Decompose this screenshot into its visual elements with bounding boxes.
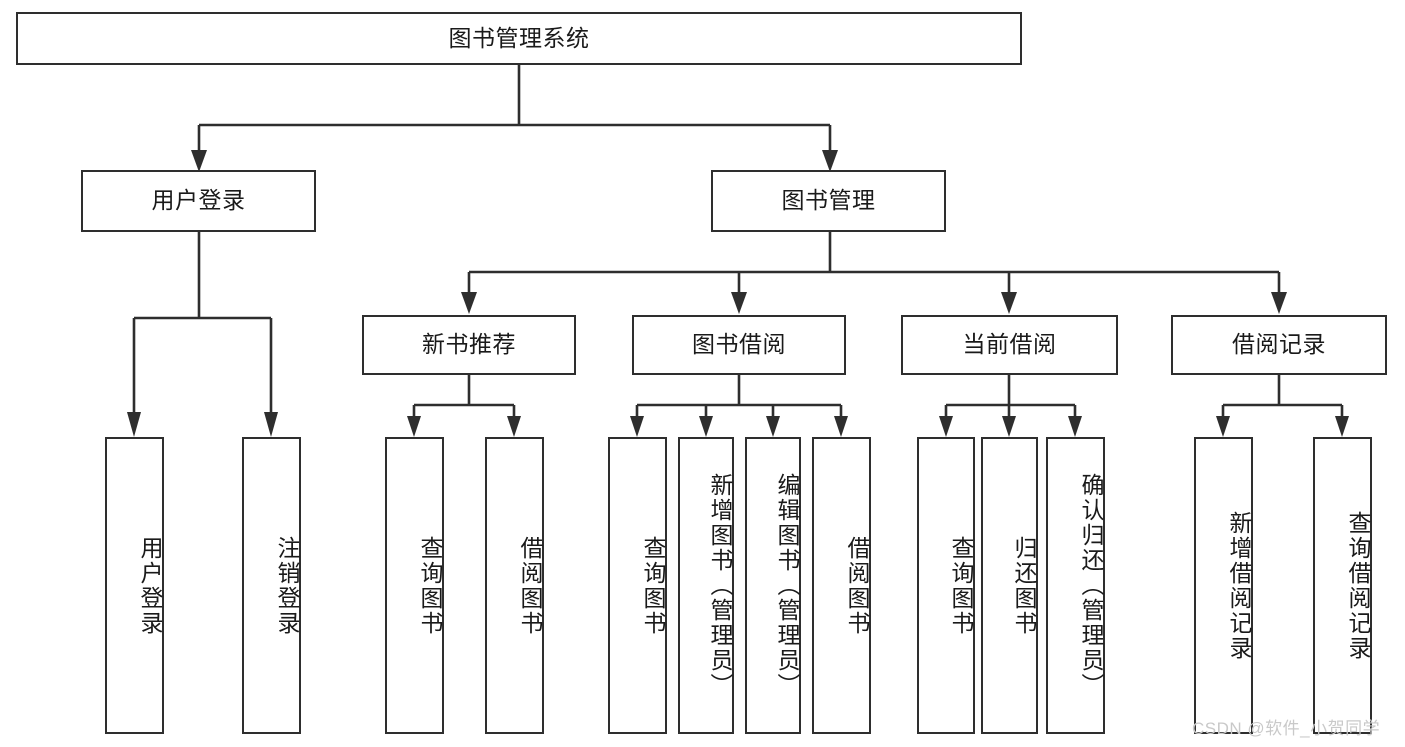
leaf-user-logout[interactable]: 注销登录 [242,437,301,734]
node-book-manage-label: 图书管理 [781,187,876,214]
leaf-add-book[interactable]: 新增图书（管理员） [678,437,734,734]
leaf-borrow-book-1-label: 借阅图书 [517,535,543,636]
leaf-add-record[interactable]: 新增借阅记录 [1194,437,1253,734]
leaf-user-login[interactable]: 用户登录 [105,437,164,734]
node-user-login-label: 用户登录 [151,187,246,214]
leaf-query-book-1[interactable]: 查询图书 [385,437,444,734]
leaf-borrow-book-2[interactable]: 借阅图书 [812,437,871,734]
node-new-book-rec[interactable]: 新书推荐 [362,315,576,375]
leaf-user-login-label: 用户登录 [137,535,163,636]
leaf-add-book-label: 新增图书（管理员） [707,473,733,698]
node-new-book-rec-label: 新书推荐 [422,331,516,358]
node-user-login[interactable]: 用户登录 [81,170,316,232]
leaf-return-book[interactable]: 归还图书 [981,437,1038,734]
node-root[interactable]: 图书管理系统 [16,12,1022,65]
leaf-edit-book[interactable]: 编辑图书（管理员） [745,437,801,734]
node-current-borrow[interactable]: 当前借阅 [901,315,1118,375]
leaf-borrow-book-1[interactable]: 借阅图书 [485,437,544,734]
node-book-borrow[interactable]: 图书借阅 [632,315,846,375]
leaf-query-book-2-label: 查询图书 [640,535,666,636]
leaf-query-book-3[interactable]: 查询图书 [917,437,975,734]
node-borrow-record-label: 借阅记录 [1232,331,1326,358]
leaf-confirm-return-label: 确认归还（管理员） [1078,473,1104,698]
csdn-watermark: CSDN @软件_小贺同学 [1192,719,1381,738]
leaf-query-book-2[interactable]: 查询图书 [608,437,667,734]
node-current-borrow-label: 当前借阅 [962,331,1057,358]
leaf-query-record-label: 查询借阅记录 [1345,510,1371,661]
node-book-borrow-label: 图书借阅 [692,331,786,358]
leaf-query-record[interactable]: 查询借阅记录 [1313,437,1372,734]
leaf-borrow-book-2-label: 借阅图书 [844,535,870,636]
leaf-return-book-label: 归还图书 [1011,535,1037,636]
leaf-query-book-3-label: 查询图书 [948,535,974,636]
leaf-user-logout-label: 注销登录 [274,535,300,636]
leaf-confirm-return[interactable]: 确认归还（管理员） [1046,437,1105,734]
node-root-label: 图书管理系统 [448,24,590,51]
leaf-add-record-label: 新增借阅记录 [1226,510,1252,661]
node-book-manage[interactable]: 图书管理 [711,170,946,232]
leaf-query-book-1-label: 查询图书 [417,535,443,636]
node-borrow-record[interactable]: 借阅记录 [1171,315,1387,375]
leaf-edit-book-label: 编辑图书（管理员） [774,473,800,698]
